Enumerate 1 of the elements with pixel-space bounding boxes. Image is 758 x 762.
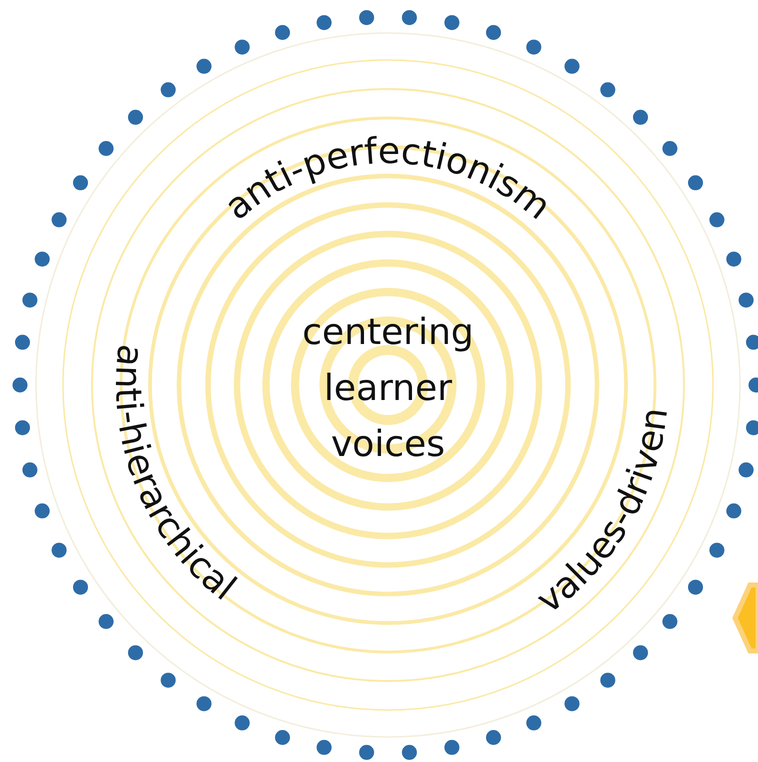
- center-label: centering learner voices: [301, 311, 475, 467]
